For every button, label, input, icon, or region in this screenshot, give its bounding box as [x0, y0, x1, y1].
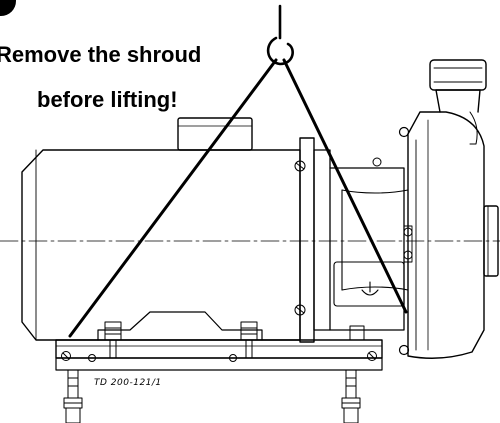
base-bolts	[61, 321, 377, 362]
adjustable-feet	[63, 369, 361, 423]
discharge-flange	[429, 59, 487, 91]
pump-casing	[398, 59, 499, 359]
motor	[21, 117, 301, 341]
lifting-slings	[68, 58, 408, 338]
warning-text-line-1: Remove the shroud	[0, 42, 202, 67]
warning-text-line-2: before lifting!	[37, 87, 178, 112]
crane-hook	[266, 4, 294, 66]
terminal-box	[177, 117, 253, 151]
inlet-flange	[483, 205, 499, 277]
adapter-lantern	[294, 137, 413, 343]
base-frame	[55, 321, 383, 423]
drawing-reference-code: TD 200-121/1	[94, 378, 162, 388]
sling-right	[282, 58, 408, 314]
sling-left	[68, 58, 278, 338]
